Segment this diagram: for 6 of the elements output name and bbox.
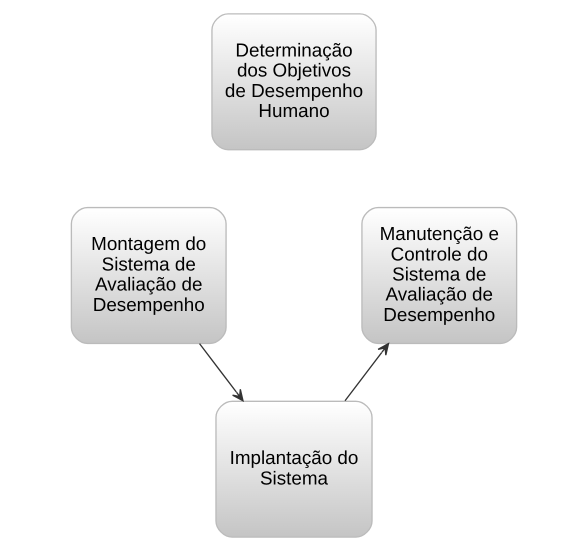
arrow [344, 342, 389, 402]
node-box: Implantação do Sistema [214, 400, 372, 538]
node-box: Montagem do Sistema de Avaliação de Desempenho [70, 206, 226, 344]
node-box: Determinação dos Objetivos de Desempenho Humano [210, 13, 376, 150]
arrow [198, 343, 244, 402]
node-box: Manutenção e Controle do Sistema de Avaliação de Desempenho [360, 206, 517, 344]
